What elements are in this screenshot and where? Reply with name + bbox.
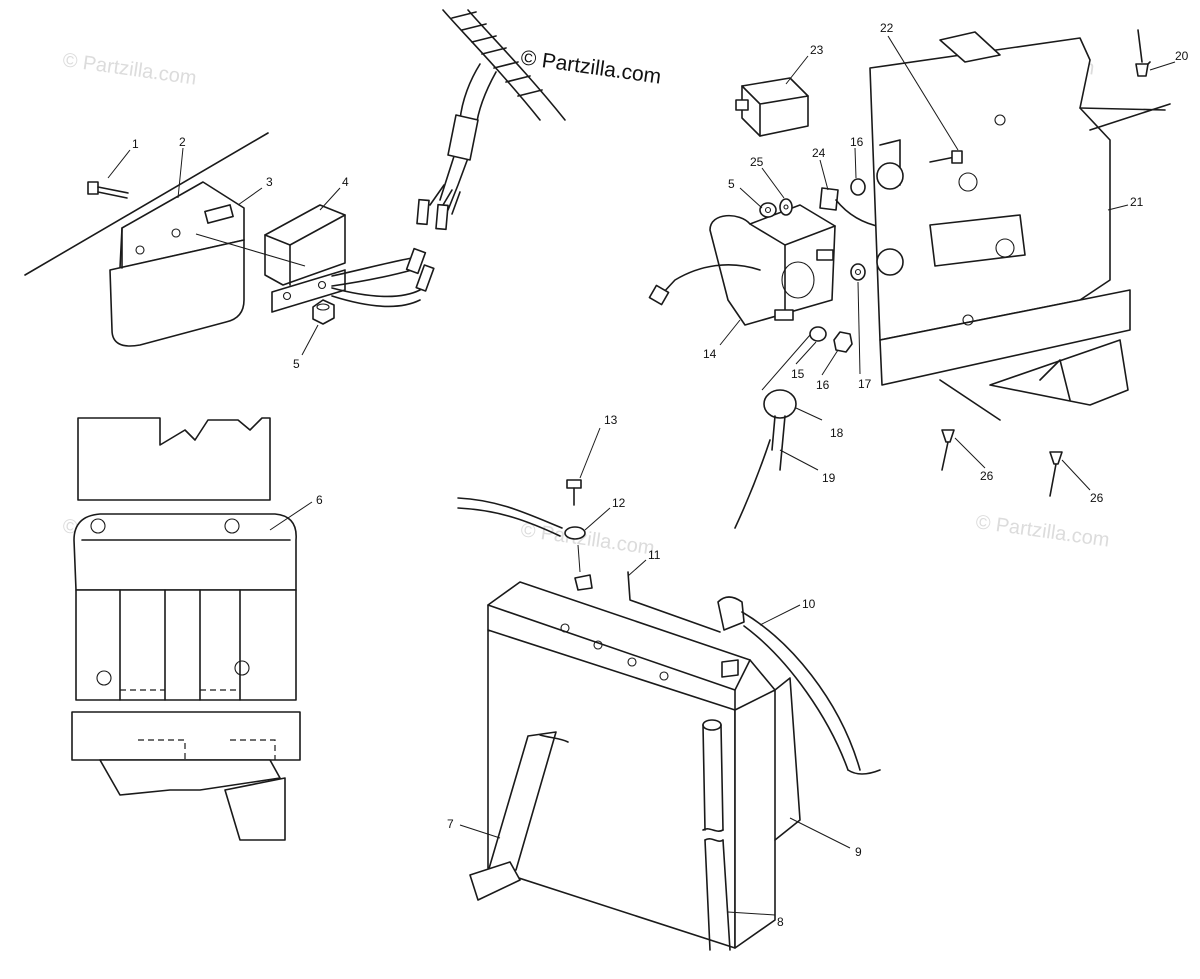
watermark-center: © Partzilla.com — [519, 519, 656, 560]
callout-5a: 5 — [293, 357, 300, 371]
callout-16b: 16 — [816, 378, 830, 392]
nut-part-5b — [759, 202, 777, 218]
hose-part-8 — [702, 719, 731, 951]
bolt-part-1 — [87, 181, 129, 199]
cable-part-10 — [717, 596, 881, 775]
rivet-part-26a — [941, 429, 955, 471]
callout-26b: 26 — [1090, 491, 1104, 505]
callout-18: 18 — [830, 426, 844, 440]
callout-15: 15 — [791, 367, 805, 381]
dashed-assembly-line — [195, 233, 306, 267]
callout-17: 17 — [858, 377, 872, 391]
screw-part-22 — [929, 150, 963, 164]
callout-2: 2 — [179, 135, 186, 149]
callout-25: 25 — [750, 155, 764, 169]
callout-14: 14 — [703, 347, 717, 361]
callout-6: 6 — [316, 493, 323, 507]
callout-11: 11 — [648, 548, 661, 562]
frame-line — [24, 132, 269, 276]
washer-part-16a — [850, 178, 866, 196]
nut-part-5a — [312, 299, 335, 325]
callout-4: 4 — [342, 175, 349, 189]
rivet-part-26b — [1049, 451, 1063, 497]
copyright-notice: © Partzilla.com — [519, 46, 662, 88]
terminal-part-12 — [564, 526, 586, 540]
callout-10: 10 — [802, 597, 816, 611]
wire-harness — [416, 9, 566, 231]
leader-lines — [107, 35, 1176, 916]
callout-numbers: 1 2 3 4 5 6 7 8 9 10 11 12 13 14 15 16 1… — [132, 21, 1189, 929]
callout-3: 3 — [266, 175, 273, 189]
callout-16a: 16 — [850, 135, 864, 149]
callout-24: 24 — [812, 146, 826, 160]
battery-holder-part-6 — [71, 417, 301, 841]
callout-26a: 26 — [980, 469, 994, 483]
callout-12: 12 — [612, 496, 626, 510]
watermark-top-left: © Partzilla.com — [61, 49, 198, 90]
washer-part-25 — [779, 198, 793, 216]
washer-part-17 — [850, 263, 866, 281]
boot-part-18 — [734, 389, 797, 529]
callout-21: 21 — [1130, 195, 1144, 209]
callout-7: 7 — [447, 817, 454, 831]
tray-part-21 — [869, 29, 1171, 421]
pad-part-9 — [774, 677, 801, 841]
strap-part-7 — [469, 731, 569, 901]
screw-part-13 — [566, 479, 582, 506]
callout-20: 20 — [1175, 49, 1189, 63]
battery-part-11 — [487, 571, 776, 949]
regulator-part-3 — [109, 181, 245, 347]
callout-5b: 5 — [728, 177, 735, 191]
solenoid-part-14 — [648, 204, 836, 326]
callout-9: 9 — [855, 845, 862, 859]
callout-23: 23 — [810, 43, 824, 57]
solenoid-assembly — [648, 77, 1029, 529]
nut-part-16b — [833, 331, 853, 353]
watermark-mid-right: © Partzilla.com — [974, 511, 1111, 552]
battery-assembly — [457, 479, 881, 951]
callout-13: 13 — [604, 413, 618, 427]
washer-part-15 — [809, 326, 827, 342]
callout-8: 8 — [777, 915, 784, 929]
callout-1: 1 — [132, 137, 139, 151]
callout-19: 19 — [822, 471, 836, 485]
module-part-4 — [264, 204, 435, 313]
regulator-assembly — [24, 132, 435, 347]
callout-22: 22 — [880, 21, 894, 35]
cover-part-23 — [735, 77, 809, 137]
